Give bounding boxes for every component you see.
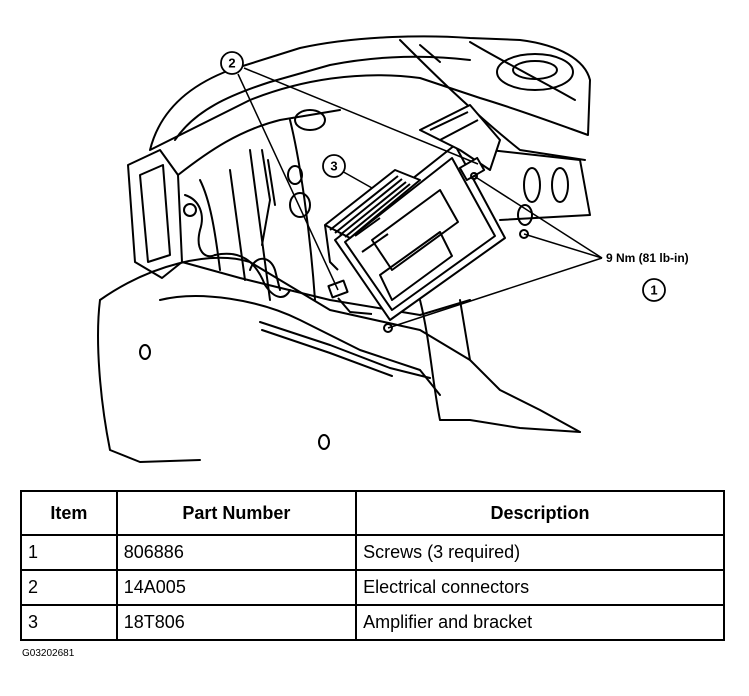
cell-item: 1	[20, 534, 118, 571]
callout-2: 2	[220, 51, 244, 75]
cell-description: Screws (3 required)	[355, 534, 725, 571]
trunk-amplifier-illustration: 2 3 1 9 Nm (81 lb-in)	[97, 35, 689, 463]
callout-1-label: 1	[650, 283, 657, 298]
header-description: Description	[355, 490, 725, 536]
callout-1: 1	[642, 278, 666, 302]
torque-spec-label: 9 Nm (81 lb-in)	[606, 251, 689, 265]
table-row: 2 14A005 Electrical connectors	[20, 569, 725, 606]
vehicle-body	[97, 35, 591, 463]
callout-3: 3	[322, 154, 346, 178]
header-part-number: Part Number	[115, 490, 358, 536]
cell-part-number: 18T806	[115, 604, 358, 641]
cell-part-number: 806886	[115, 534, 358, 571]
cell-item: 2	[20, 569, 118, 606]
table-header-row: Item Part Number Description	[20, 490, 725, 536]
table-row: 3 18T806 Amplifier and bracket	[20, 604, 725, 641]
callout-3-label: 3	[330, 159, 337, 174]
cell-description: Amplifier and bracket	[355, 604, 725, 641]
header-item: Item	[20, 490, 118, 536]
cell-description: Electrical connectors	[355, 569, 725, 606]
table-row: 1 806886 Screws (3 required)	[20, 534, 725, 571]
cell-part-number: 14A005	[115, 569, 358, 606]
amplifier-and-bracket	[324, 104, 529, 333]
figure-id: G03202681	[22, 648, 75, 659]
leader-lines	[237, 67, 603, 329]
parts-table: Item Part Number Description 1 806886 Sc…	[20, 490, 725, 641]
cell-item: 3	[20, 604, 118, 641]
callout-2-label: 2	[228, 56, 235, 71]
